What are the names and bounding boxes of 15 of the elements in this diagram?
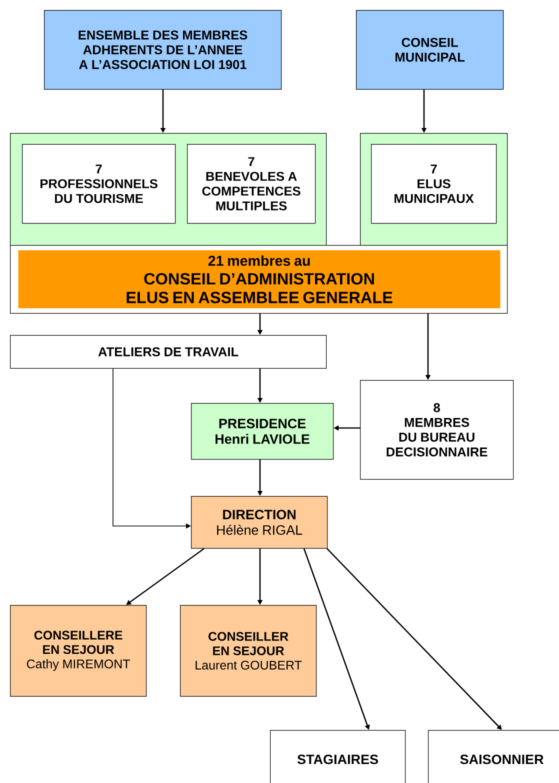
- member-box: 7 PROFESSIONNELS DU TOURISME: [22, 144, 176, 224]
- workshop-box: ATELIERS DE TRAVAIL: [10, 335, 327, 369]
- intern-box: STAGIAIRES: [270, 730, 406, 783]
- advisor-box: CONSEILLERE EN SEJOUR Cathy MIREMONT: [10, 605, 147, 697]
- member-group-box: ENSEMBLE DES MEMBRES ADHERENTS DE L’ANNEE A L’ASSOCIATION LOI 1901: [44, 10, 282, 90]
- council-box: CONSEIL MUNICIPAL: [356, 10, 504, 90]
- member-box: 7 BENEVOLES A COMPETENCES MULTIPLES: [187, 144, 316, 224]
- presidency-box: PRESIDENCE Henri LAVIOLE: [191, 403, 334, 460]
- direction-box: DIRECTION Hélène RIGAL: [191, 496, 328, 549]
- advisor-box: CONSEILLER EN SEJOUR Laurent GOUBERT: [180, 605, 317, 697]
- bureau-box: 8 MEMBRES DU BUREAU DECISIONNAIRE: [360, 380, 514, 480]
- arrow: [326, 548, 502, 730]
- seasonal-box: SAISONNIER: [428, 730, 559, 783]
- member-box: 7 ELUS MUNICIPAUX: [371, 144, 497, 224]
- council-band: 21 membres au CONSEIL D’ADMINISTRATION ELUS EN ASSEMBLEE GENERALE: [18, 250, 500, 308]
